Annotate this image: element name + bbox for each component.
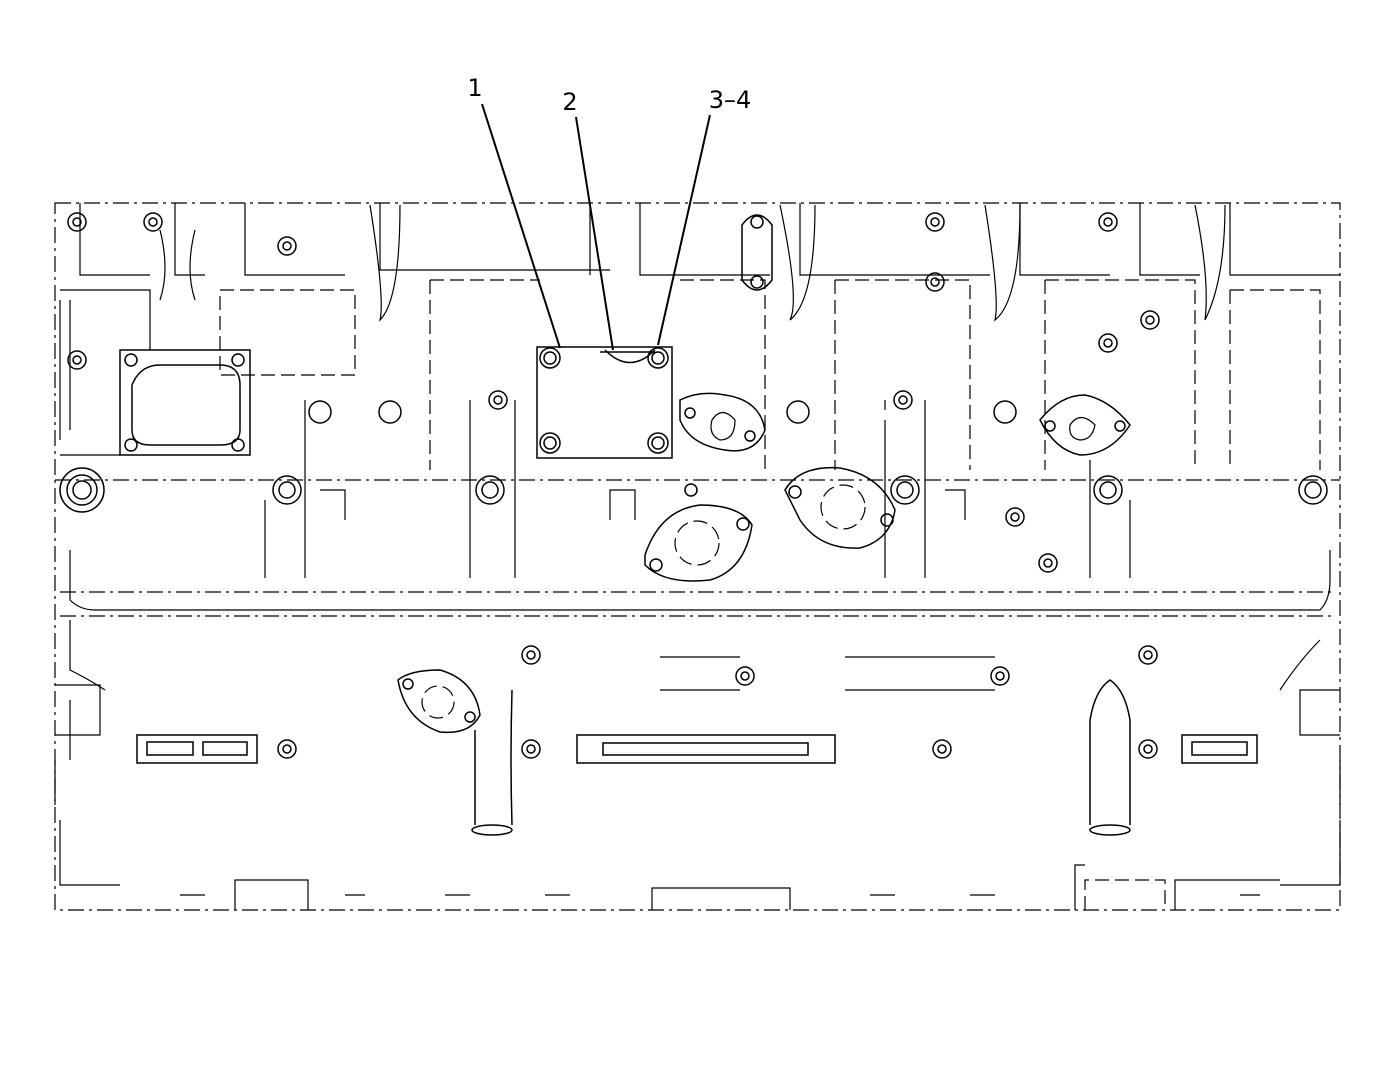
callouts: 1 2 3–4: [467, 74, 752, 351]
block-outline: [54, 202, 1341, 911]
callout-leader: [481, 103, 561, 349]
callout-leader: [575, 116, 614, 351]
callout-2: 2: [562, 88, 614, 351]
callout-label: 2: [562, 88, 577, 116]
callout-3-4: 3–4: [657, 86, 752, 346]
bolt-holes: [59, 212, 1328, 759]
left-cover-plate: [119, 349, 251, 456]
upper-bays: [159, 204, 1321, 470]
callout-leader: [657, 114, 711, 346]
middle-webs: [264, 400, 1131, 578]
callout-1: 1: [467, 74, 561, 349]
cover-plate-item-1: [536, 346, 673, 459]
callout-label: 3–4: [709, 86, 752, 114]
flanges: [397, 392, 1131, 734]
lower-rails: [136, 656, 1280, 910]
callout-label: 1: [467, 74, 482, 102]
